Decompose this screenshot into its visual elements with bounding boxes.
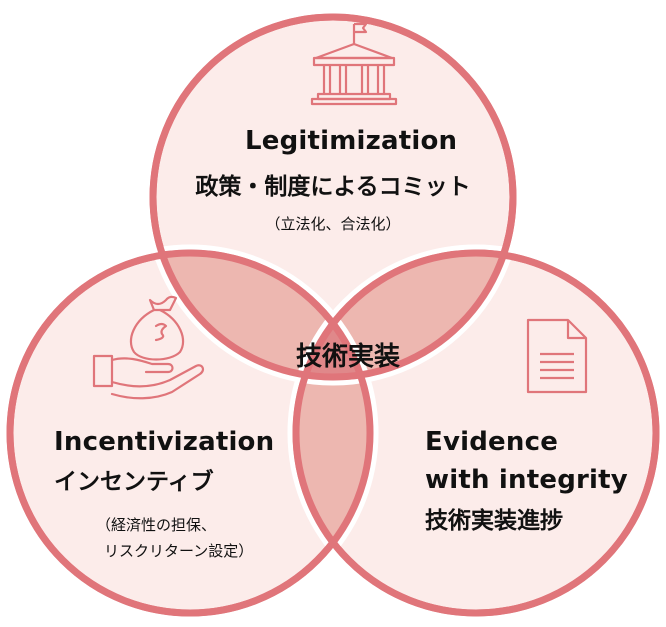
- left-title: Incentivization: [54, 427, 275, 457]
- top-right-overlap: [296, 253, 513, 377]
- top-note: （立法化、合法化）: [265, 215, 401, 233]
- top-title: Legitimization: [245, 126, 458, 156]
- right-title-line2: with integrity: [425, 465, 628, 495]
- top-subtitle: 政策・制度によるコミット: [195, 174, 471, 200]
- government-building-icon: [310, 22, 398, 106]
- right-subtitle: 技術実装進捗: [425, 508, 563, 534]
- left-subtitle: インセンティブ: [54, 469, 214, 495]
- top-left-overlap: [153, 253, 370, 377]
- left-note-line1: （経済性の担保、: [96, 516, 217, 534]
- money-bag-in-hand-icon: [92, 295, 205, 400]
- right-title-line1: Evidence: [425, 427, 559, 457]
- left-note-line2: リスクリターン設定）: [104, 542, 254, 560]
- document-icon: [526, 318, 588, 394]
- center-label: 技術実装: [295, 342, 400, 372]
